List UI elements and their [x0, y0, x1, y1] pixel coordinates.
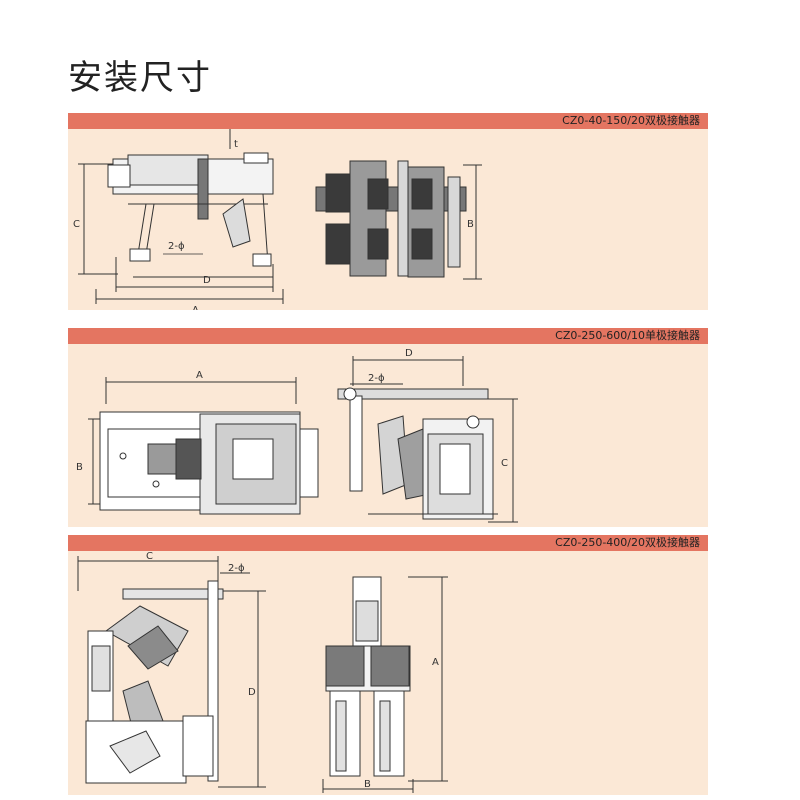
diagram-panel-cz0-250-400: CZ0-250-400/20双极接触器 — [68, 535, 708, 795]
section-header-bar: CZ0-250-600/10单极接触器 — [68, 328, 708, 344]
diagram-panel-cz0-40-150: CZ0-40-150/20双极接触器 — [68, 113, 708, 310]
section-title: CZ0-250-400/20双极接触器 — [555, 536, 700, 549]
dim-d-label: D — [203, 275, 211, 286]
page-title: 安装尺寸 — [68, 58, 212, 98]
dim-b-label: B — [76, 462, 83, 473]
dim-b-label: B — [467, 219, 474, 230]
section-title: CZ0-250-600/10单极接触器 — [555, 329, 700, 342]
dim-holes-label: 2-ϕ — [168, 241, 185, 252]
dim-c-label: C — [501, 458, 508, 469]
contactor-drawing-1: C D A 2-ϕ t B — [73, 129, 482, 310]
dim-t-label: t — [234, 139, 238, 150]
section-header-bar: CZ0-40-150/20双极接触器 — [68, 113, 708, 129]
dim-holes-label: 2-ϕ — [228, 563, 245, 574]
dim-b-label: B — [364, 779, 371, 790]
diagram-panel-cz0-250-600: CZ0-250-600/10单极接触器 — [68, 328, 708, 527]
dim-c-label: C — [73, 219, 80, 230]
dim-c-label: C — [146, 551, 153, 562]
dim-a-label: A — [432, 657, 439, 668]
dim-a-label: A — [196, 370, 203, 381]
contactor-drawing-2: A B D 2-ϕ C — [76, 348, 518, 523]
dim-d-label: D — [405, 348, 413, 359]
dim-a-label: A — [192, 305, 199, 310]
section-header-bar: CZ0-250-400/20双极接触器 — [68, 535, 708, 551]
dim-holes-label: 2-ϕ — [368, 373, 385, 384]
contactor-drawing-3: C 2-ϕ D A B — [77, 551, 448, 793]
dim-d-label: D — [248, 687, 256, 698]
section-title: CZ0-40-150/20双极接触器 — [562, 114, 700, 127]
